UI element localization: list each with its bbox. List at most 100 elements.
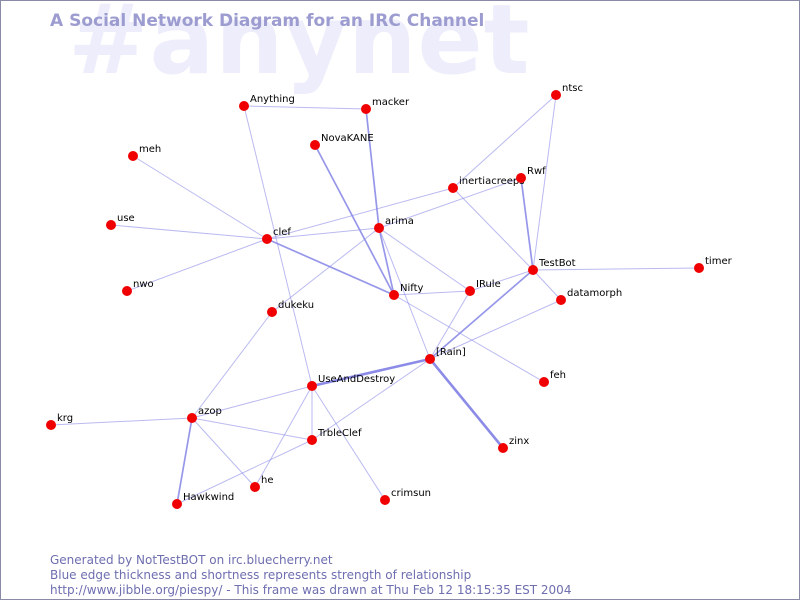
edge-testbot-timer xyxy=(532,267,700,271)
node-useanddestroy: UseAndDestroy xyxy=(307,374,395,391)
edge-inertiacreeps-testbot xyxy=(452,187,534,271)
node-label: Rwf xyxy=(527,166,546,177)
node-label: arima xyxy=(385,216,414,227)
edge-testbot-irule xyxy=(469,269,534,292)
node-dot xyxy=(556,295,566,305)
node-timer: timer xyxy=(694,256,733,273)
node-dot xyxy=(380,495,390,505)
node-use: use xyxy=(106,213,135,230)
node-label: nwo xyxy=(133,279,154,290)
edge-use-clef xyxy=(110,224,268,240)
node-dot xyxy=(516,173,526,183)
node-dot xyxy=(128,151,138,161)
node-dot xyxy=(307,381,317,391)
node-dot xyxy=(262,234,272,244)
edge-clef-arima xyxy=(266,227,380,240)
node-dot xyxy=(267,307,277,317)
edge-arima-rwf xyxy=(378,177,522,229)
node-irule: IRule xyxy=(465,279,501,296)
node-rwf: Rwf xyxy=(516,166,546,183)
node-dot xyxy=(465,286,475,296)
node-label: datamorph xyxy=(567,288,622,299)
edge-layer xyxy=(50,94,700,505)
node-dot xyxy=(250,482,260,492)
node-krg: krg xyxy=(46,413,73,430)
edge-nifty-feh xyxy=(393,294,545,383)
node-datamorph: datamorph xyxy=(556,288,622,305)
edge-trbleclef-hawkwind xyxy=(176,439,313,505)
edge-testbot-irain xyxy=(429,269,534,360)
node-dukeku: dukeku xyxy=(267,300,314,317)
edge-meh-clef xyxy=(132,155,268,240)
diagram-title: A Social Network Diagram for an IRC Chan… xyxy=(50,11,485,31)
node-he: he xyxy=(250,475,274,492)
node-crimsun: crimsun xyxy=(380,488,431,505)
node-dot xyxy=(389,290,399,300)
node-dot xyxy=(307,435,317,445)
node-label: ntsc xyxy=(562,83,583,94)
node-dot xyxy=(310,140,320,150)
edge-anything-useanddestroy xyxy=(243,105,313,387)
edge-dukeku-azop xyxy=(191,311,273,419)
footer: Generated by NotTestBOT on irc.bluecherr… xyxy=(50,553,571,598)
edge-datamorph-irain xyxy=(429,299,562,360)
node-dot xyxy=(374,223,384,233)
node-anything: Anything xyxy=(239,94,295,111)
edge-arima-irule xyxy=(378,227,471,292)
node-zinx: zinx xyxy=(498,436,529,453)
edge-azop-trbleclef xyxy=(191,417,313,441)
edge-useanddestroy-he xyxy=(254,385,313,488)
node-feh: feh xyxy=(539,370,566,387)
node-nifty: Nifty xyxy=(389,283,424,300)
edge-irain-useanddestroy xyxy=(310,357,432,388)
node-label: krg xyxy=(57,413,73,424)
node-dot xyxy=(187,413,197,423)
edge-clef-nifty xyxy=(266,238,395,296)
node-dot xyxy=(539,377,549,387)
node-dot xyxy=(498,443,508,453)
edge-anything-macker xyxy=(243,105,367,110)
node-label: Nifty xyxy=(400,283,424,294)
node-dot xyxy=(46,420,56,430)
node-label: dukeku xyxy=(278,300,314,311)
node-label: crimsun xyxy=(391,488,431,499)
edge-arima-irain xyxy=(378,227,431,360)
edge-irain-zinx xyxy=(428,357,505,450)
node-trbleclef: TrbleClef xyxy=(307,428,362,445)
node-label: Anything xyxy=(250,94,295,105)
node-label: meh xyxy=(139,144,161,155)
channel-watermark: #anynet xyxy=(68,0,531,96)
node-inertiacreeps: inertiacreeps xyxy=(448,176,524,193)
edge-macker-arima xyxy=(365,108,380,229)
edge-krg-azop xyxy=(50,417,193,426)
edge-clef-inertiacreeps xyxy=(266,187,454,240)
node-label: clef xyxy=(273,227,291,238)
edge-arima-nifty xyxy=(378,227,395,296)
node-label: feh xyxy=(550,370,566,381)
node-ntsc: ntsc xyxy=(551,83,583,100)
node-dot xyxy=(122,286,132,296)
edge-azop-he xyxy=(191,417,256,488)
node-irain: [Rain] xyxy=(425,347,466,364)
node-label: inertiacreeps xyxy=(459,176,524,187)
node-dot xyxy=(551,90,561,100)
node-label: azop xyxy=(198,406,222,417)
node-label: zinx xyxy=(509,436,529,447)
node-dot xyxy=(361,104,371,114)
edge-arima-dukeku xyxy=(271,227,380,313)
node-novakane: NovaKANE xyxy=(310,133,374,150)
node-layer: Anything macker ntsc meh NovaKANE inertiacree… xyxy=(46,83,733,509)
node-dot xyxy=(448,183,458,193)
node-label: timer xyxy=(705,256,733,267)
node-azop: azop xyxy=(187,406,222,423)
node-arima: arima xyxy=(374,216,414,233)
edge-useanddestroy-azop xyxy=(191,385,313,419)
footer-legend-line: Blue edge thickness and shortness repres… xyxy=(50,568,472,582)
node-label: macker xyxy=(372,97,410,108)
edge-nifty-irule xyxy=(393,290,471,296)
edge-nwo-clef xyxy=(126,238,268,292)
node-nwo: nwo xyxy=(122,279,154,296)
edge-novakane-nifty xyxy=(314,144,395,296)
